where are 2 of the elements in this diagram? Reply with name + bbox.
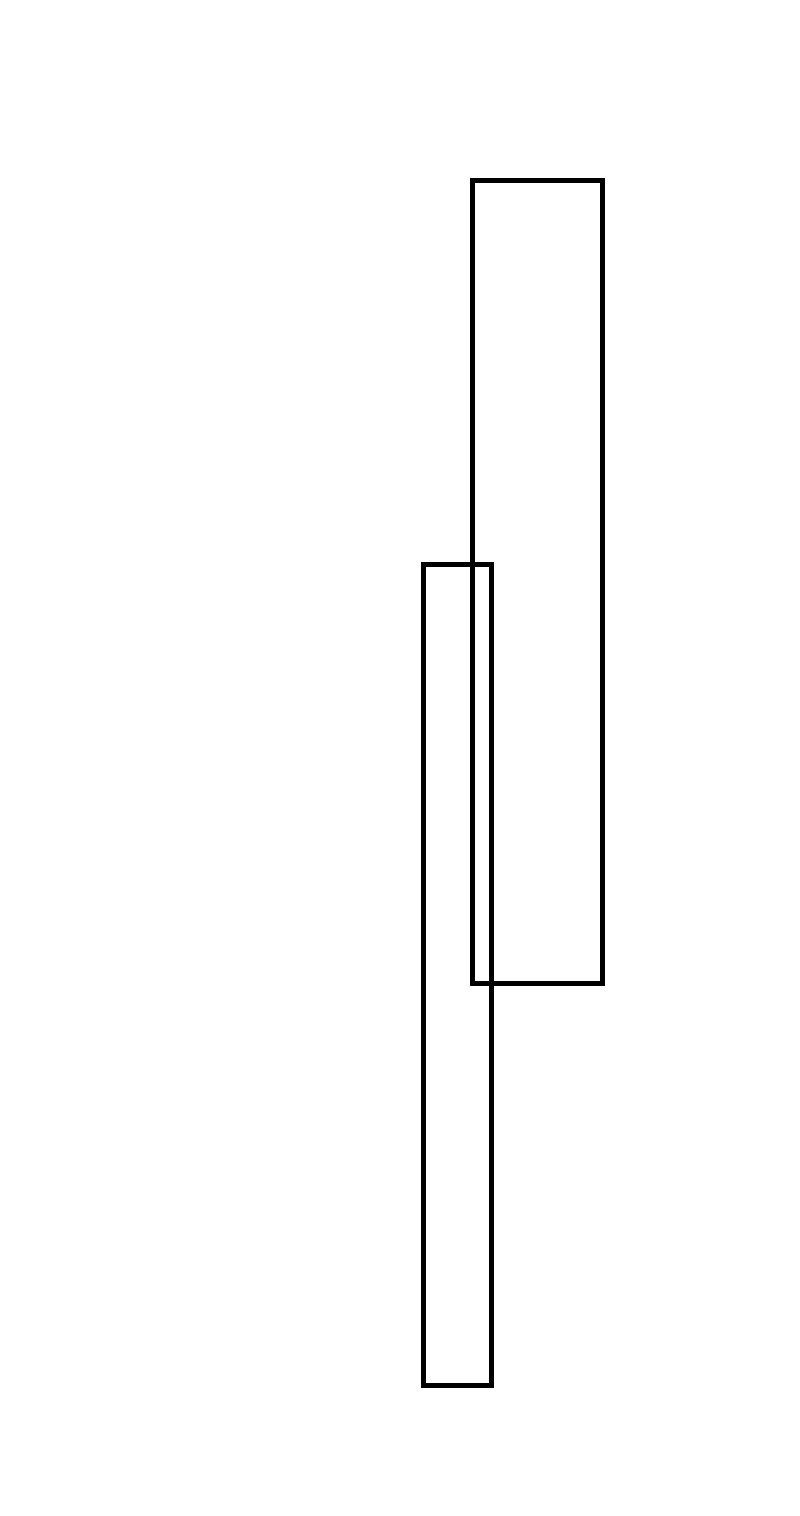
empty-frame <box>421 562 494 1388</box>
empty-frame <box>470 178 605 986</box>
